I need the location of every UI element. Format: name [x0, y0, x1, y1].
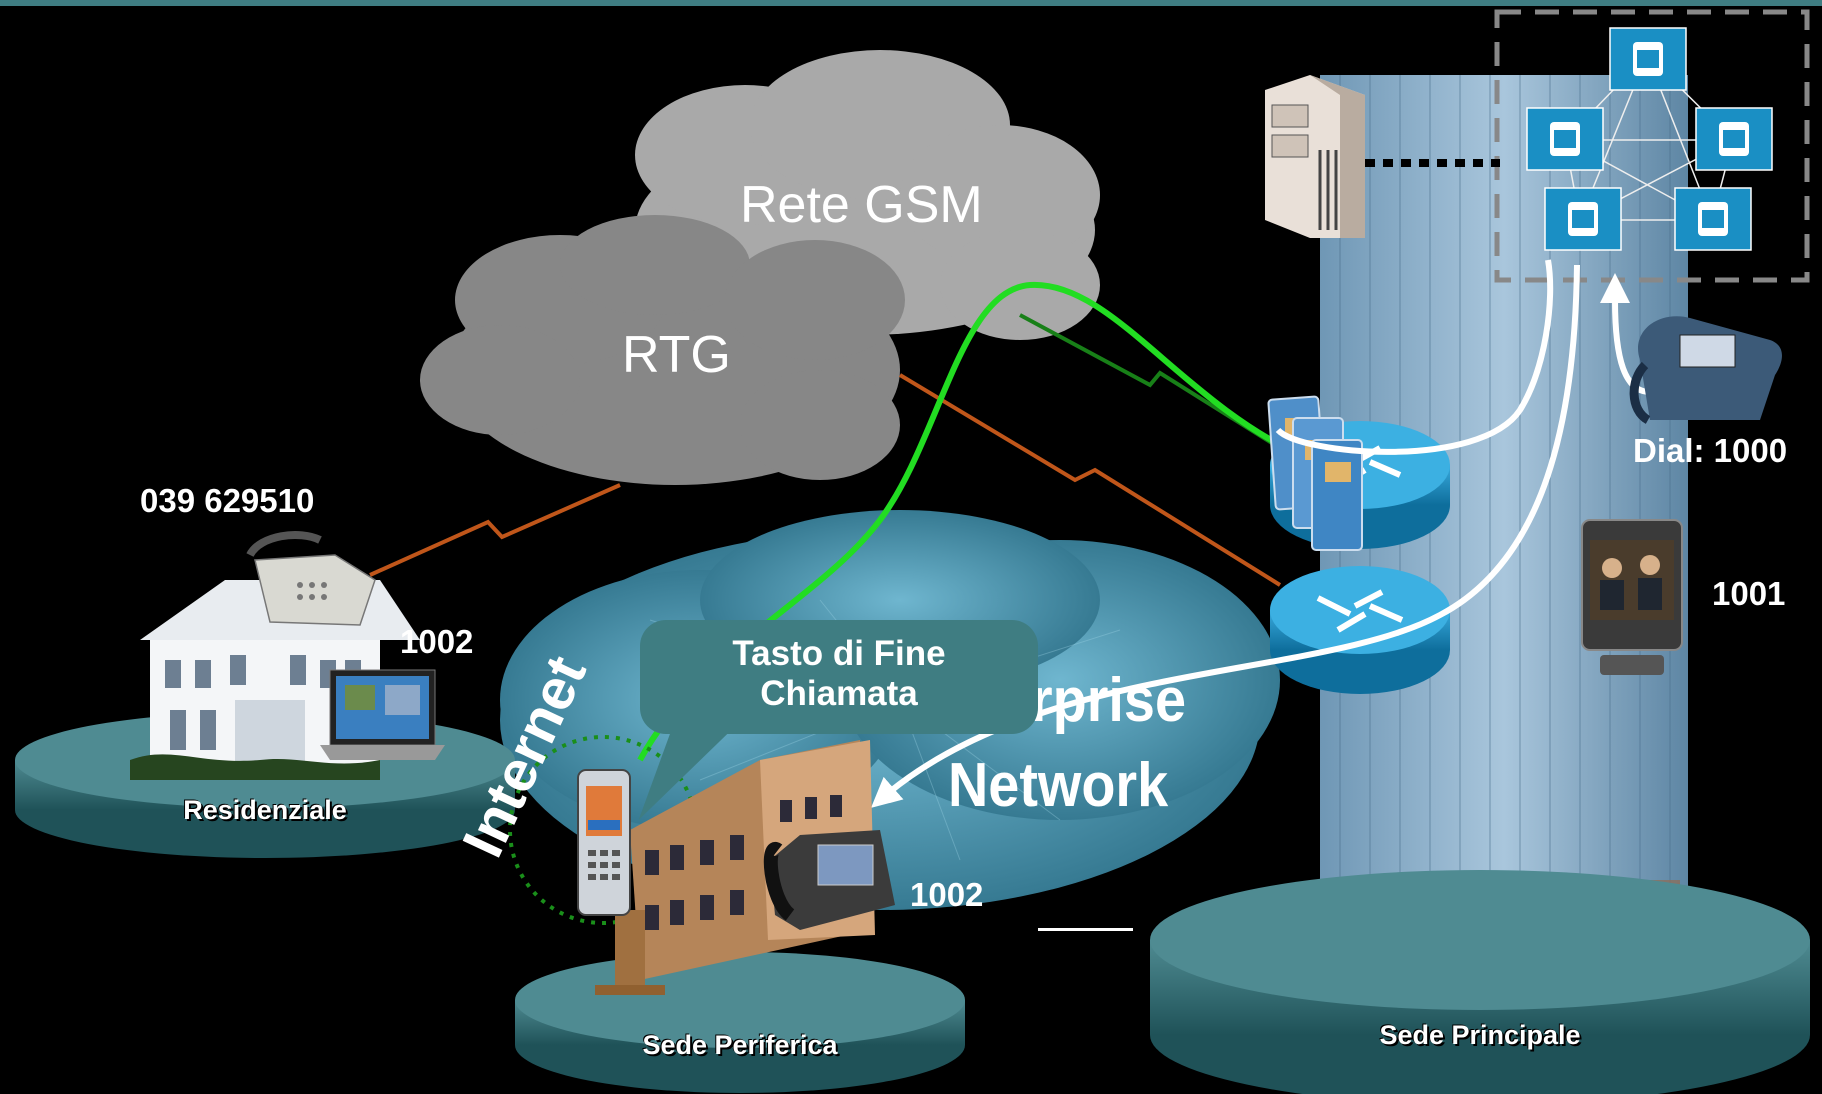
call-manager-icon: [1526, 107, 1604, 171]
call-manager-icon: [1674, 187, 1752, 251]
top-bar: [0, 0, 1822, 6]
call-manager-icon: [1544, 187, 1622, 251]
branch-site-label: Sede Periferica: [642, 1030, 838, 1060]
hq-dial-label: Dial: 1000: [1633, 432, 1788, 469]
gsm-cloud-label: Rete GSM: [740, 176, 983, 234]
residential-platform: [15, 712, 515, 858]
gsm-link-hq: [1019, 313, 1277, 447]
branch-phone-number: 1002: [910, 876, 984, 913]
residential-pc-number: 1002: [400, 623, 474, 660]
ip-phone-icon: [763, 830, 895, 930]
video-phone-icon: [1581, 519, 1683, 675]
callout-line2: Chiamata: [760, 674, 918, 713]
cluster-mesh: [1564, 54, 1734, 221]
pstn-link-residential: [369, 483, 621, 577]
hq-platform: [1150, 870, 1810, 1094]
branch-underline: [1038, 928, 1133, 931]
desk-phone-icon: [246, 531, 376, 626]
rtg-cloud: [420, 215, 905, 485]
call-manager-icon: [1695, 107, 1773, 171]
hq-call-path-2: [870, 264, 1580, 808]
rtg-cloud-label: RTG: [622, 326, 731, 384]
hq-site-label: Sede Principale: [1379, 1020, 1581, 1050]
hq-dial-arrow: [1600, 273, 1651, 395]
call-manager-cluster-frame: [1494, 9, 1810, 283]
ip-phone-icon: [1629, 316, 1782, 424]
laptop-icon: [320, 669, 445, 760]
callout-line1: Tasto di Fine: [732, 634, 946, 673]
enterprise-label-line2: Network: [948, 751, 1169, 820]
server-icon: [1265, 75, 1365, 238]
residential-site-label: Residenziale: [183, 795, 347, 825]
branch-platform: [515, 952, 965, 1093]
router-icon: [1270, 566, 1450, 694]
hq-video-number: 1001: [1712, 575, 1786, 612]
pstn-link-hq: [898, 373, 1282, 587]
end-call-callout: Tasto di Fine Chiamata: [640, 620, 1038, 734]
hq-call-path-1: [1275, 259, 1554, 455]
residential-landline-number: 039 629510: [140, 482, 315, 519]
call-manager-icon: [1609, 27, 1687, 91]
mobile-phone-icon: [577, 769, 631, 916]
